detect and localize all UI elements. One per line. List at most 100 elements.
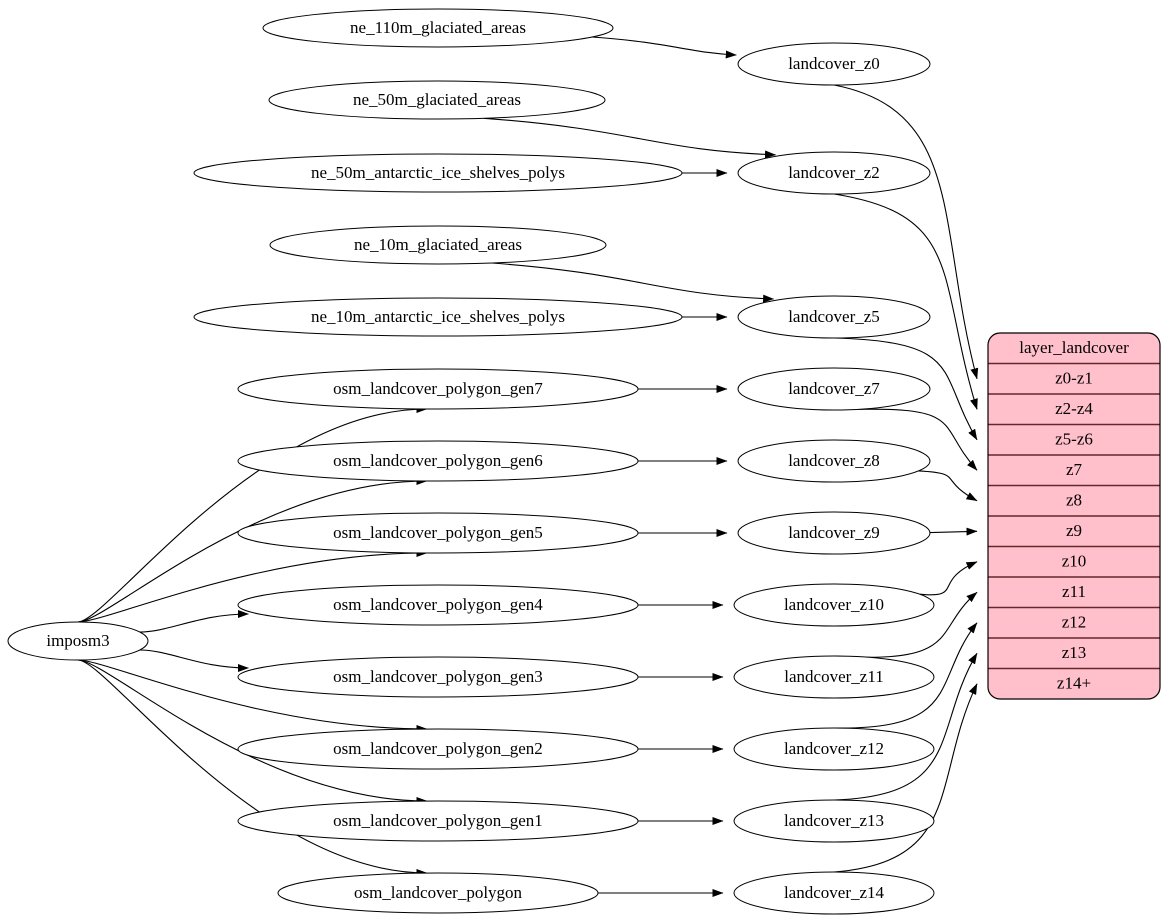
row-label: z8 xyxy=(1066,491,1082,510)
node-label: landcover_z12 xyxy=(784,739,884,758)
node-landcover_z9[interactable]: landcover_z9 xyxy=(737,511,931,555)
table-row-z12[interactable]: z12 xyxy=(988,606,1160,632)
node-shape xyxy=(237,728,639,770)
node-label: osm_landcover_polygon_gen2 xyxy=(333,739,543,758)
node-shape xyxy=(237,584,639,626)
edge xyxy=(77,659,428,733)
node-ne_50m_antarctic_ice_shelves_polys[interactable]: ne_50m_antarctic_ice_shelves_polys xyxy=(193,153,683,193)
node-landcover_z7[interactable]: landcover_z7 xyxy=(737,367,931,411)
edge xyxy=(491,262,775,303)
table-row-z9[interactable]: z9 xyxy=(988,515,1160,540)
node-shape xyxy=(237,368,639,410)
edge xyxy=(77,477,428,623)
node-label: landcover_z5 xyxy=(788,307,880,326)
node-label: osm_landcover_polygon_gen7 xyxy=(333,379,543,398)
node-shape xyxy=(237,512,639,554)
node-ne_110m_glaciated_areas[interactable]: ne_110m_glaciated_areas xyxy=(262,8,614,48)
table-row-z13[interactable]: z13 xyxy=(988,637,1160,662)
node-label: osm_landcover_polygon_gen4 xyxy=(333,595,543,614)
node-shape xyxy=(269,225,607,265)
row-label: z0-z1 xyxy=(1055,369,1093,388)
node-shape xyxy=(268,80,606,120)
node-label: osm_landcover_polygon_gen3 xyxy=(333,667,543,686)
row-label: z14+ xyxy=(1057,674,1091,693)
node-label: landcover_z11 xyxy=(784,667,883,686)
node-osm_landcover_polygon_gen2[interactable]: osm_landcover_polygon_gen2 xyxy=(237,728,639,770)
node-ne_10m_glaciated_areas[interactable]: ne_10m_glaciated_areas xyxy=(269,225,607,265)
table-row-z14+[interactable]: z14+ xyxy=(988,667,1160,693)
node-landcover_z5[interactable]: landcover_z5 xyxy=(737,295,931,339)
node-imposm3[interactable]: imposm3 xyxy=(7,621,149,661)
node-label: landcover_z0 xyxy=(788,54,880,73)
node-osm_landcover_polygon_gen6[interactable]: osm_landcover_polygon_gen6 xyxy=(237,440,639,482)
table-row-z8[interactable]: z8 xyxy=(988,484,1160,510)
node-shape xyxy=(193,153,683,193)
node-ne_50m_glaciated_areas[interactable]: ne_50m_glaciated_areas xyxy=(268,80,606,120)
node-shape xyxy=(737,367,931,411)
edge xyxy=(833,622,978,729)
node-landcover_z11[interactable]: landcover_z11 xyxy=(733,655,935,699)
table-rows: layer_landcover z0-z1 z2-z4 z5-z6 z7 z8 z9 z10 z… xyxy=(988,338,1160,693)
node-osm_landcover_polygon_gen5[interactable]: osm_landcover_polygon_gen5 xyxy=(237,512,639,554)
nodes-layer: imposm3 ne_110m_glaciated_areas ne_50m_gla… xyxy=(7,8,935,915)
row-label: z10 xyxy=(1062,552,1087,571)
node-label: ne_50m_glaciated_areas xyxy=(353,90,521,109)
node-shape xyxy=(733,799,935,843)
edge xyxy=(833,591,978,658)
node-landcover_z8[interactable]: landcover_z8 xyxy=(737,439,931,483)
row-label: z7 xyxy=(1066,460,1083,479)
node-shape xyxy=(733,655,935,699)
node-osm_landcover_polygon_gen1[interactable]: osm_landcover_polygon_gen1 xyxy=(237,800,639,842)
node-shape xyxy=(237,800,639,842)
table-row-z5-z6[interactable]: z5-z6 xyxy=(988,423,1160,449)
table-row-z0-z1[interactable]: z0-z1 xyxy=(988,362,1160,388)
table-outline xyxy=(987,332,1161,700)
node-label: landcover_z14 xyxy=(784,883,885,902)
node-label: ne_50m_antarctic_ice_shelves_polys xyxy=(311,163,565,182)
edge xyxy=(918,470,978,502)
node-shape xyxy=(737,151,931,195)
node-label: landcover_z2 xyxy=(788,163,880,182)
edge xyxy=(929,527,978,536)
table-header-label: layer_landcover xyxy=(1019,338,1129,357)
node-label: osm_landcover_polygon_gen5 xyxy=(333,523,543,542)
node-shape xyxy=(737,42,931,86)
node-shape xyxy=(237,440,639,482)
edge xyxy=(833,84,979,380)
node-label: osm_landcover_polygon_gen6 xyxy=(333,451,543,470)
node-shape xyxy=(733,727,935,771)
table-row-z11[interactable]: z11 xyxy=(988,576,1160,601)
node-label: osm_landcover_polygon xyxy=(354,883,523,902)
edge xyxy=(77,659,428,805)
node-shape xyxy=(737,295,931,339)
row-label: z9 xyxy=(1066,521,1082,540)
node-osm_landcover_polygon_gen3[interactable]: osm_landcover_polygon_gen3 xyxy=(237,656,639,698)
node-shape xyxy=(277,872,599,914)
edge xyxy=(833,683,978,873)
table-row-z10[interactable]: z10 xyxy=(988,545,1160,571)
edge xyxy=(833,193,978,410)
edge xyxy=(483,117,776,159)
table-row-z2-z4[interactable]: z2-z4 xyxy=(988,393,1160,418)
node-ne_10m_antarctic_ice_shelves_polys[interactable]: ne_10m_antarctic_ice_shelves_polys xyxy=(193,297,683,337)
node-landcover_z12[interactable]: landcover_z12 xyxy=(733,727,935,771)
node-landcover_z14[interactable]: landcover_z14 xyxy=(733,871,935,915)
edge xyxy=(592,36,737,59)
edge xyxy=(858,408,978,471)
node-osm_landcover_polygon_gen4[interactable]: osm_landcover_polygon_gen4 xyxy=(237,584,639,626)
node-landcover_z0[interactable]: landcover_z0 xyxy=(737,42,931,86)
node-shape xyxy=(737,439,931,483)
table-row-z7[interactable]: z7 xyxy=(988,454,1160,479)
node-osm_landcover_polygon_gen7[interactable]: osm_landcover_polygon_gen7 xyxy=(237,368,639,410)
node-osm_landcover_polygon[interactable]: osm_landcover_polygon xyxy=(277,872,599,914)
row-label: z11 xyxy=(1062,582,1086,601)
node-shape xyxy=(737,511,931,555)
layer-landcover-table: layer_landcover z0-z1 z2-z4 z5-z6 z7 z8 z9 z10 z… xyxy=(987,332,1161,700)
node-landcover_z13[interactable]: landcover_z13 xyxy=(733,799,935,843)
node-landcover_z2[interactable]: landcover_z2 xyxy=(737,151,931,195)
row-label: z13 xyxy=(1062,643,1087,662)
node-label: landcover_z9 xyxy=(788,523,880,542)
node-shape xyxy=(733,871,935,915)
node-landcover_z10[interactable]: landcover_z10 xyxy=(733,583,935,627)
